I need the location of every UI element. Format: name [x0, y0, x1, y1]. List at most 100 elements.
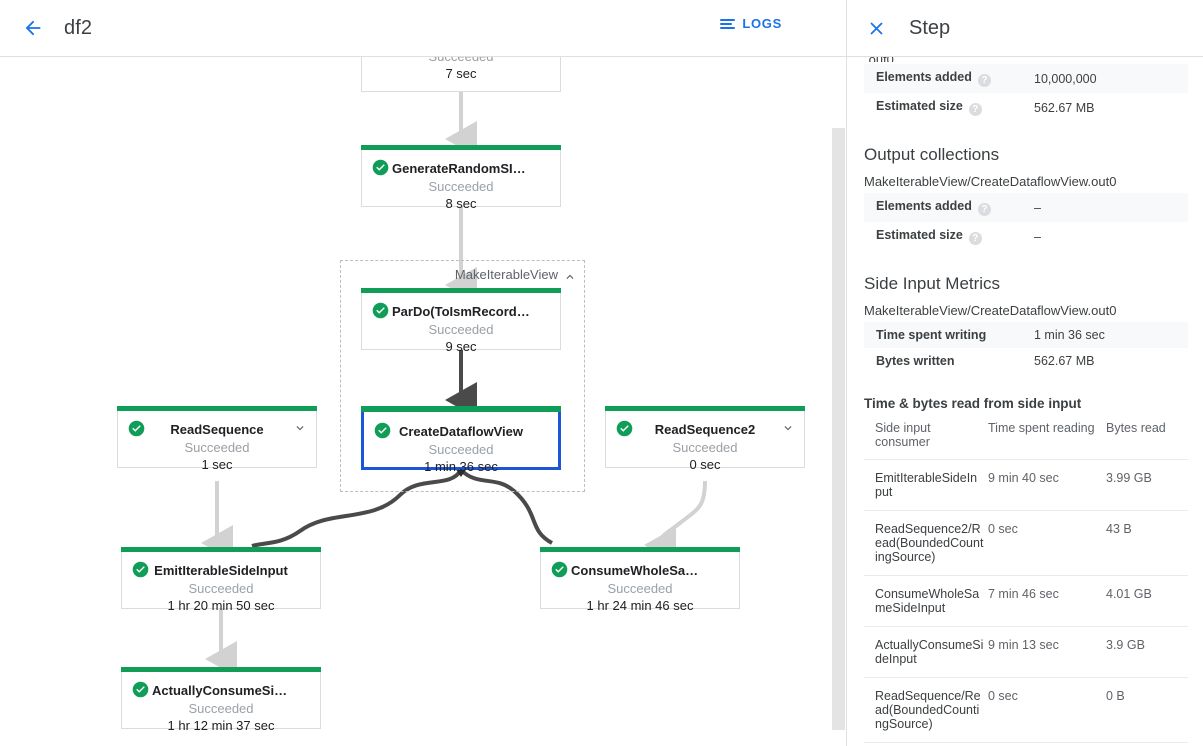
panel-header: Step: [847, 0, 1203, 57]
help-icon[interactable]: ?: [977, 203, 991, 216]
node-status: Succeeded: [428, 442, 494, 457]
node-title: ReadSequence2: [654, 422, 756, 437]
table-header-row: Side input consumer Time spent reading B…: [864, 417, 1188, 460]
input-metrics-table: Elements added? 10,000,000 Estimated siz…: [864, 64, 1188, 122]
cell-time: 7 min 46 sec: [988, 575, 1106, 627]
node-duration: 1 hr 20 min 50 sec: [167, 598, 275, 613]
metric-value: –: [1034, 229, 1041, 244]
side-input-collection-name: MakeIterableView/CreateDataflowView.out0: [864, 303, 1117, 318]
table-row: ReadSequence2/Read(BoundedCountingSource…: [864, 510, 1188, 576]
graph-node-consume-whole-same-side-input[interactable]: ConsumeWholeSameSi… Succeeded 1 hr 24 mi…: [540, 547, 740, 613]
metric-label: Elements added: [876, 199, 972, 213]
graph-node-create-dataflow-view[interactable]: CreateDataflowView Succeeded 1 min 36 se…: [361, 406, 561, 474]
node-status-bar: [540, 547, 740, 552]
success-check-icon: [551, 561, 568, 578]
table-row: ActuallyConsumeSideInput 9 min 13 sec 3.…: [864, 626, 1188, 678]
panel-scrollbar[interactable]: [832, 128, 845, 730]
help-icon[interactable]: ?: [968, 103, 982, 116]
cell-time: 9 min 40 sec: [988, 459, 1106, 511]
node-title: EmitIterableSideInput: [154, 563, 288, 578]
table-row: ReadSequence/Read(BoundedCountingSource)…: [864, 677, 1188, 743]
metric-value: 562.67 MB: [1034, 354, 1095, 368]
metric-value: –: [1034, 200, 1041, 215]
graph-node-pardo-to-ism-record[interactable]: ParDo(ToIsmRecordFor… Succeeded 9 sec: [361, 288, 561, 354]
node-duration: 1 min 36 sec: [424, 459, 498, 474]
side-input-read-table: Side input consumer Time spent reading B…: [864, 417, 1188, 743]
metric-label: Bytes written: [876, 354, 955, 368]
graph-edges: [201, 92, 707, 677]
node-status: Succeeded: [428, 322, 494, 337]
composite-group-label: MakeIterableView: [454, 267, 558, 282]
cell-time: 0 sec: [988, 677, 1106, 743]
graph-node-emit-iterable-side-input[interactable]: EmitIterableSideInput Succeeded 1 hr 20 …: [121, 547, 321, 613]
node-status: Succeeded: [184, 440, 250, 455]
graph-node-generate-random-si-data[interactable]: GenerateRandomSIData Succeeded 8 sec: [361, 145, 561, 211]
back-arrow-icon[interactable]: [18, 13, 48, 43]
node-title: ParDo(ToIsmRecordFor…: [392, 304, 551, 319]
panel-body[interactable]: .out0 Elements added? 10,000,000 Estimat…: [847, 57, 1203, 746]
chevron-down-icon[interactable]: [293, 421, 307, 435]
page-title: df2: [64, 16, 93, 39]
node-title: GenerateRandomSIData: [392, 161, 541, 176]
metric-label: Estimated size: [876, 228, 963, 242]
node-status-bar: [361, 145, 561, 150]
node-status: Succeeded: [428, 179, 494, 194]
success-check-icon: [132, 681, 149, 698]
success-check-icon: [372, 302, 389, 319]
node-status-bar: [117, 406, 317, 411]
step-details-panel: Step .out0 Elements added? 10,000,000 Es…: [846, 0, 1203, 746]
success-check-icon: [128, 420, 145, 437]
graph-node-actually-consume-side-input[interactable]: ActuallyConsumeSideI… Succeeded 1 hr 12 …: [121, 667, 321, 733]
success-check-icon: [132, 561, 149, 578]
node-duration: 1 sec: [201, 457, 233, 472]
graph-node-read-sequence[interactable]: ReadSequence Succeeded 1 sec: [117, 406, 317, 472]
cell-consumer: ReadSequence/Read(BoundedCountingSource): [864, 677, 988, 743]
success-check-icon: [616, 420, 633, 437]
node-duration: 7 sec: [445, 66, 477, 81]
composite-group-makeiterableview[interactable]: MakeIterableView: [340, 260, 585, 492]
node-duration: 1 hr 12 min 37 sec: [167, 718, 275, 733]
output-collections-heading: Output collections: [864, 145, 1000, 164]
table-row: Estimated size? –: [864, 222, 1188, 251]
close-x-icon[interactable]: [861, 13, 891, 43]
node-status: Succeeded: [672, 440, 738, 455]
logs-button-label: LOGS: [742, 16, 782, 31]
logs-list-icon: [720, 18, 736, 29]
pipeline-graph-canvas[interactable]: MakeIterableView Succeeded 7 sec Generat…: [0, 57, 846, 746]
cell-bytes: 3.9 GB: [1106, 626, 1188, 678]
chevron-up-icon[interactable]: [563, 270, 577, 284]
metric-value: 1 min 36 sec: [1034, 328, 1105, 342]
help-icon[interactable]: ?: [968, 232, 982, 245]
table-row: Elements added? 10,000,000: [864, 64, 1188, 93]
cell-bytes: 43 B: [1106, 510, 1188, 576]
table-row: Bytes written 562.67 MB: [864, 348, 1188, 374]
output-metrics-table: Elements added? – Estimated size? –: [864, 193, 1188, 251]
job-header-bar: df2 LOGS: [0, 0, 846, 57]
column-header-bytes: Bytes read: [1106, 417, 1188, 460]
node-duration: 0 sec: [689, 457, 721, 472]
cell-time: 0 sec: [988, 510, 1106, 576]
node-status-bar: [121, 667, 321, 672]
graph-node-partial-top[interactable]: Succeeded 7 sec: [361, 57, 561, 92]
node-title: CreateDataflowView: [398, 424, 524, 439]
graph-node-read-sequence-2[interactable]: ReadSequence2 Succeeded 0 sec: [605, 406, 805, 472]
job-graph-region: df2 LOGS: [0, 0, 846, 746]
node-status-bar: [605, 406, 805, 411]
output-collection-name: MakeIterableView/CreateDataflowView.out0: [864, 174, 1117, 189]
panel-title: Step: [909, 16, 951, 39]
metric-value: 562.67 MB: [1034, 100, 1095, 115]
table-row: Estimated size? 562.67 MB: [864, 93, 1188, 122]
node-duration: 9 sec: [445, 339, 477, 354]
node-title: ActuallyConsumeSideI…: [152, 683, 306, 698]
node-duration: 8 sec: [445, 196, 477, 211]
column-header-consumer: Side input consumer: [864, 417, 988, 460]
success-check-icon: [374, 422, 391, 439]
logs-button[interactable]: LOGS: [720, 16, 782, 31]
chevron-down-icon[interactable]: [781, 421, 795, 435]
help-icon[interactable]: ?: [977, 74, 991, 87]
node-duration: 1 hr 24 min 46 sec: [586, 598, 694, 613]
table-row: ConsumeWholeSameSideInput 7 min 46 sec 4…: [864, 575, 1188, 627]
node-title: ConsumeWholeSameSi…: [571, 563, 730, 578]
node-status-bar: [361, 288, 561, 293]
